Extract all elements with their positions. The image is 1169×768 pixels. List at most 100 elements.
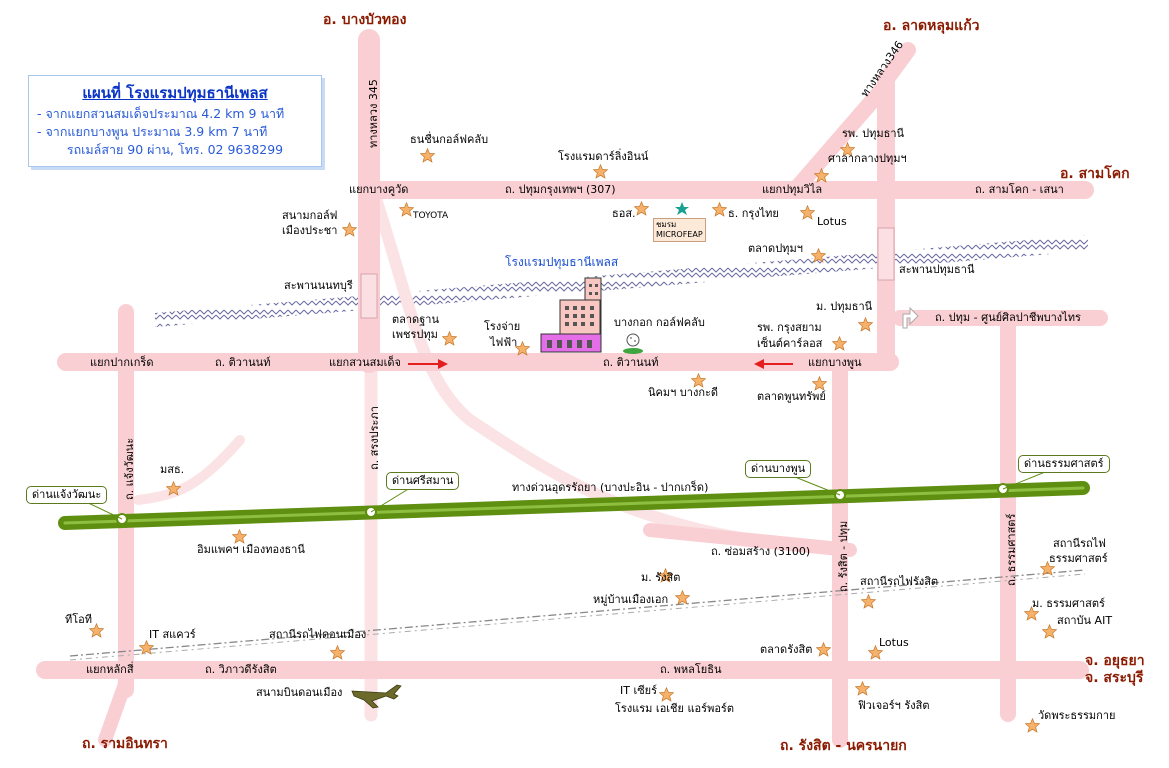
- road-expressway: ทางด่วนอุดรรัถยา (บางปะอิน - ปากเกร็ด): [512, 481, 709, 494]
- landmark-lotus-north: Lotus: [817, 215, 847, 228]
- intersection-suan-somdet: แยกสวนสมเด็จ: [329, 356, 401, 369]
- road-thammasat: ถ. ธรรมศาสตร์: [1005, 513, 1018, 586]
- road-soi-mo-sang: [643, 523, 857, 557]
- landmark-substation-2: ไฟฟ้า: [490, 336, 518, 349]
- dest-bang-bua-thong: อ. บางบัวทอง: [323, 12, 407, 28]
- landmark-pathum-market: ตลาดปทุมฯ: [748, 242, 803, 255]
- intersection-bang-khu-wat: แยกบางคูวัด: [349, 183, 409, 196]
- golf-icon: [623, 333, 643, 354]
- landmark-toyota: TOYOTA: [413, 211, 449, 221]
- road-wiphawadi: ถ. วิภาวดีรังสิต: [205, 663, 277, 676]
- road-pathum-krungthep: ถ. ปทุมกรุงเทพฯ (307): [505, 183, 616, 196]
- toll-chaeng-watthana: ด่านแจ้งวัฒนะ: [26, 486, 108, 504]
- road-phahonyothin: ถ. พหลโยธิน: [660, 663, 722, 676]
- landmark-ait: สถาบัน AIT: [1057, 614, 1113, 627]
- microfeap-line-1: ชมรม: [656, 220, 677, 229]
- info-line-3: รถเมล์สาย 90 ผ่าน, โทร. 02 9638299: [66, 142, 284, 157]
- landmark-asia-airport-hotel: โรงแรม เอเชีย แอร์พอร์ต: [615, 702, 734, 715]
- landmark-tot: ทีโอที: [65, 613, 93, 626]
- bridge-pathum-thani: สะพานปทุมธานี: [899, 263, 975, 276]
- landmark-saint-carlos: เซ็นต์คาร์ลอส: [757, 337, 823, 350]
- dest-lat-lum-kaeo: อ. ลาดหลุมแก้ว: [883, 18, 980, 34]
- main-roads: [36, 29, 1108, 748]
- toll-bang-phun: ด่านบางพูน: [745, 460, 812, 478]
- landmark-pathum-hospital: รพ. ปทุมธานี: [842, 127, 905, 140]
- landmark-stars: [89, 142, 1057, 733]
- road-songprapa: ถ. สรงประภา: [368, 406, 381, 470]
- landmark-muang-pracha: เมืองประชา: [282, 224, 338, 237]
- road-highway-345: ทางหลวง 345: [367, 79, 380, 148]
- dest-saraburi: จ. สระบุรี: [1085, 670, 1144, 686]
- landmark-thammasat-station: สถานีรถไฟ: [1053, 537, 1106, 550]
- turn-arrow-icon: [902, 306, 919, 329]
- landmark-stou: มสธ.: [160, 463, 185, 476]
- dest-rangsit-nakhon-nayok: ถ. รังสิต - นครนายก: [780, 738, 907, 754]
- road-rangsit-pathum: ถ. รังสิต - ปทุม: [837, 520, 850, 592]
- microfeap-line-2: MICROFEAP: [656, 230, 703, 239]
- hotel-label: โรงแรมปทุมธานีเพลส: [505, 255, 619, 269]
- road-soi-mo-sang: ถ. ซ่อมสร้าง (3100): [711, 545, 811, 558]
- dest-sam-khok: อ. สามโคก: [1060, 166, 1130, 182]
- landmark-it-square: IT สแควร์: [149, 628, 196, 641]
- road-chaeng-watthana: ถ. แจ้งวัฒนะ: [123, 437, 136, 500]
- landmark-phun-sap-market: ตลาดพูนทรัพย์: [757, 390, 826, 403]
- landmark-ghb: ธอส.: [612, 207, 636, 220]
- road-tiwanon-east: ถ. ติวานนท์: [603, 356, 659, 369]
- landmark-bangkok-golf: บางกอก กอล์ฟคลับ: [614, 316, 705, 329]
- landmark-krungsiam-hospital: รพ. กรุงสยาม: [757, 321, 822, 334]
- landmark-thammasat-university: ม. ธรรมศาสตร์: [1032, 597, 1105, 610]
- road-curve-west: [133, 435, 245, 505]
- landmark-golf-course: สนามกอล์ฟ: [282, 209, 338, 222]
- landmark-rangsit-university: ม. รังสิต: [641, 571, 681, 584]
- microfeap-club: ชมรม MICROFEAP: [653, 218, 706, 242]
- landmark-krungthai: ธ. กรุงไทย: [728, 207, 779, 220]
- expressway-highlight: [63, 486, 1085, 525]
- landmark-it-zeer: IT เซียร์: [620, 684, 658, 697]
- landmark-phet-pathum: เพชรปทุม: [392, 328, 438, 341]
- landmark-impact: อิมแพคฯ เมืองทองธานี: [197, 543, 305, 556]
- landmark-dhammakaya: วัดพระธรรมกาย: [1038, 709, 1116, 722]
- landmark-talat-than: ตลาดฐาน: [392, 313, 439, 326]
- intersection-pak-kret: แยกปากเกร็ด: [90, 356, 154, 369]
- landmark-bangkadi-estate: นิคมฯ บางกะดี: [648, 386, 719, 399]
- landmark-future-rangsit: ฟิวเจอร์ฯ รังสิต: [858, 699, 930, 712]
- landmark-don-mueang-station: สถานีรถไฟดอนเมือง: [269, 628, 367, 641]
- landmark-city-hall: ศาลากลางปทุมฯ: [828, 152, 907, 165]
- railway-main: [69, 569, 1086, 657]
- landmark-lotus-south: Lotus: [879, 636, 909, 649]
- road-sam-khok-sena: ถ. สามโคก - เสนา: [975, 183, 1064, 196]
- river: [155, 235, 1088, 327]
- bridge-nonthaburi-marker: [360, 273, 378, 319]
- hotel-building-icon: [540, 277, 602, 353]
- direction-arrows: [408, 359, 793, 369]
- map-title: แผนที่ โรงแรมปทุมธานีเพลส: [82, 84, 268, 102]
- landmark-rangsit-market: ตลาดรังสิต: [760, 643, 813, 656]
- microfeap-star-icon: [675, 202, 689, 215]
- bridge-nonthaburi: สะพานนนทบุรี: [284, 279, 353, 292]
- landmark-substation: โรงจ่าย: [484, 320, 521, 333]
- landmark-darling-inn: โรงแรมดาร์ลิ่งอินน์: [558, 150, 649, 163]
- intersection-lak-si: แยกหลักสี่: [86, 663, 134, 676]
- info-line-1: - จากแยกสวนสมเด็จประมาณ 4.2 km 9 นาที: [37, 106, 285, 121]
- landmark-rangsit-station: สถานีรถไฟรังสิต: [860, 575, 939, 588]
- toll-thammasat: ด่านธรรมศาสตร์: [1018, 455, 1110, 473]
- landmark-thammasat-station-2: ธรรมศาสตร์: [1049, 552, 1108, 565]
- toll-nodes: [116, 483, 1009, 525]
- landmark-thanachuen-golf: ธนชื่นกอล์ฟคลับ: [410, 133, 489, 146]
- dest-ram-inthra: ถ. รามอินทรา: [82, 736, 168, 752]
- intersection-pathum-wilai: แยกปทุมวิไล: [762, 183, 823, 196]
- road-pathum-art-center: ถ. ปทุม - ศูนย์ศิลปาชีพบางไทร: [935, 311, 1081, 324]
- airplane-icon: [351, 684, 402, 709]
- railway-main-2: [69, 573, 1086, 661]
- info-line-2: - จากแยกบางพูน ประมาณ 3.9 km 7 นาที: [37, 124, 268, 139]
- landmark-muang-ake: หมู่บ้านเมืองเอก: [593, 593, 669, 606]
- road-tiwanon-west: ถ. ติวานนท์: [215, 356, 271, 369]
- dest-ayutthaya: จ. อยุธยา: [1085, 653, 1145, 669]
- bridge-pathum-marker: [877, 227, 895, 281]
- airport-label: สนามบินดอนเมือง: [256, 686, 343, 699]
- landmark-pathum-university: ม. ปทุมธานี: [816, 300, 873, 313]
- toll-si-saman: ด่านศรีสมาน: [386, 472, 460, 490]
- intersection-bang-phun: แยกบางพูน: [808, 356, 862, 369]
